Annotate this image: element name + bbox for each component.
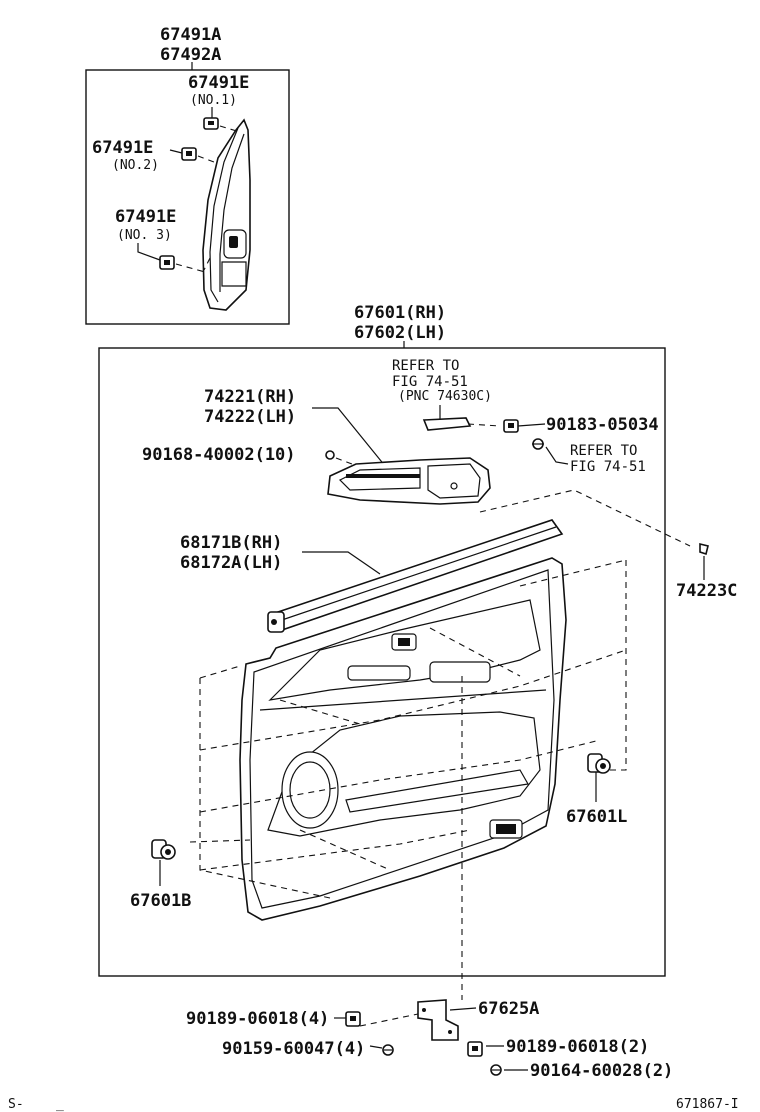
weatherstrip <box>267 519 564 633</box>
refer-note-1-pnc: (PNC 74630C) <box>398 389 492 404</box>
clip-74223C <box>699 542 709 556</box>
refer-note-2-line2: FIG 74-51 <box>570 459 646 475</box>
label-90159-60047-4: 90159-60047(4) <box>222 1039 365 1059</box>
clip-no2 <box>181 147 197 161</box>
label-74223C: 74223C <box>676 581 737 601</box>
bracket-67625A <box>417 999 459 1041</box>
door-trim-panel <box>239 557 567 921</box>
clip-67601L <box>587 753 611 774</box>
screw-90168 <box>325 450 335 460</box>
label-67491E-no1: 67491E <box>188 73 249 93</box>
label-68171B: 68171B(RH) <box>180 533 282 553</box>
switch-base <box>422 405 501 431</box>
label-90164-60028-2: 90164-60028(2) <box>530 1061 673 1081</box>
label-67491A: 67491A <box>160 25 221 45</box>
door-trim-group: 67601(RH) 67602(LH) REFER TO FIG 74-51 (… <box>98 303 737 1000</box>
clip-90189-b <box>467 1041 483 1057</box>
label-68172A: 68172A(LH) <box>180 553 282 573</box>
screw-90164 <box>490 1064 502 1076</box>
screw-90159 <box>382 1044 394 1056</box>
label-no2: (NO.2) <box>112 158 159 173</box>
clip-67601B <box>151 839 176 860</box>
figure-id: 671867-I <box>676 1097 739 1112</box>
screw-refer <box>532 438 544 450</box>
label-67602: 67602(LH) <box>354 323 446 343</box>
label-74222: 74222(LH) <box>204 407 296 427</box>
label-90168-40002: 90168-40002(10) <box>142 445 296 465</box>
label-67601L: 67601L <box>566 807 627 827</box>
armrest-base <box>327 457 491 505</box>
corner-mark: S- <box>8 1097 24 1112</box>
label-90183-05034: 90183-05034 <box>546 415 659 435</box>
clip-projection-lines <box>189 559 627 1000</box>
armrest-cover <box>202 118 251 311</box>
armrest-cover-frame <box>85 69 290 325</box>
refer-note-2-line1: REFER TO <box>570 443 637 459</box>
corner-dash: _ <box>56 1097 64 1112</box>
label-67492A: 67492A <box>160 45 221 65</box>
clip-90189-a <box>345 1011 361 1027</box>
label-67491E-no2: 67491E <box>92 138 153 158</box>
label-90189-06018-2: 90189-06018(2) <box>506 1037 649 1057</box>
label-90189-06018-4: 90189-06018(4) <box>186 1009 329 1029</box>
clip-no3 <box>159 255 175 270</box>
label-no1: (NO.1) <box>190 93 237 108</box>
refer-note-1-line1: REFER TO <box>392 358 459 374</box>
label-67601B: 67601B <box>130 891 191 911</box>
label-74221: 74221(RH) <box>204 387 296 407</box>
label-67491E-no3: 67491E <box>115 207 176 227</box>
refer-note-1-line2: FIG 74-51 <box>392 374 468 390</box>
clip-90183 <box>503 419 519 433</box>
door-trim-frame <box>98 347 666 977</box>
bracket-group: 67625A 90189-06018(4) 90159-60047(4) 901… <box>186 999 673 1081</box>
label-67601: 67601(RH) <box>354 303 446 323</box>
label-no3: (NO. 3) <box>117 228 172 243</box>
label-67625A: 67625A <box>478 999 539 1019</box>
armrest-cover-group: 67491A 67492A 67491E (NO.1) 67491E (NO.2… <box>85 25 290 325</box>
clip-no1 <box>203 117 219 130</box>
